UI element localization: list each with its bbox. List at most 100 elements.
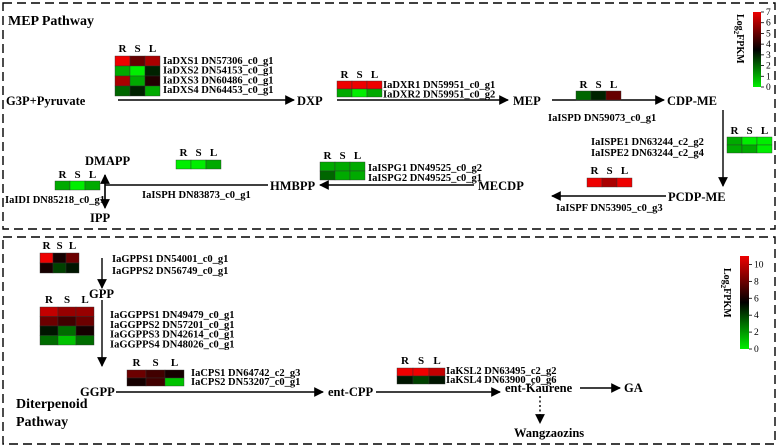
metabolite-mecdp: MECDP — [478, 179, 524, 193]
heatmap-cell — [334, 161, 351, 172]
heatmap-cell — [616, 177, 633, 188]
legend-tick-label: 3 — [766, 51, 771, 61]
gene-label: IaDXR1 DN59951_c0_g1 — [383, 80, 495, 91]
column-header-r: R — [59, 169, 68, 181]
column-header-l: L — [149, 43, 156, 55]
metabolite-gpp: GPP — [89, 287, 114, 301]
column-header-r: R — [180, 147, 189, 159]
heatmap-cell — [586, 177, 603, 188]
heatmap-cell — [412, 367, 430, 377]
gene-label: IaCPS2 DN53207_c0_g1 — [191, 377, 300, 388]
metabolite-ggpp: GGPP — [80, 385, 115, 399]
heatmap-cell — [65, 262, 80, 274]
legend-tick-label: 0 — [754, 345, 759, 355]
heatmap-cell — [726, 144, 743, 154]
column-header-l: L — [610, 79, 617, 91]
heatmap-cell — [412, 375, 430, 385]
gene-label: IaDXS2 DN54153_c0_g1 — [163, 66, 274, 77]
gene-label: IaISPD DN59073_c0_g1 — [548, 113, 656, 124]
gene-label: IaISPH DN83873_c0_g1 — [142, 190, 251, 201]
gene-label: IaKSL4 DN63900_c0_g6 — [446, 375, 557, 386]
gene-label: IaDXS3 DN60486_c0_g1 — [163, 75, 274, 86]
gene-label: IaGGPPS2 DN57201_c0_g1 — [110, 320, 235, 331]
column-header-r: R — [341, 69, 350, 81]
heatmap-cell — [756, 144, 773, 154]
heatmap-cell — [57, 316, 77, 327]
column-header-s: S — [195, 147, 201, 159]
metabolite-ent-cpp: ent-CPP — [328, 385, 373, 399]
heatmap-cell — [601, 177, 618, 188]
heatmap-cell — [84, 180, 101, 191]
heatmap-cell — [75, 335, 95, 346]
legend-tick-label: 2 — [766, 62, 771, 72]
heatmap-cell — [144, 55, 161, 67]
heatmap-cell — [336, 88, 353, 98]
heatmap-cell — [428, 375, 446, 385]
heatmap-cell — [575, 90, 592, 101]
legend-tick-label: 6 — [754, 294, 759, 304]
heatmap-cell — [319, 170, 336, 181]
heatmap-cell — [39, 335, 59, 346]
diterpenoid-section-box — [2, 236, 776, 445]
column-header-l: L — [81, 294, 88, 306]
mep-section-title: MEP Pathway — [8, 14, 94, 29]
heatmap-cell — [57, 306, 77, 317]
legend-title: Log2FPKM — [719, 268, 732, 318]
heatmap-cell — [605, 90, 622, 101]
gene-label: IaISPF DN53905_c0_g3 — [556, 203, 663, 214]
column-header-s: S — [152, 357, 158, 369]
column-header-r: R — [119, 43, 128, 55]
heatmap-cell — [175, 159, 192, 170]
column-header-l: L — [69, 240, 76, 252]
heatmap-cell — [366, 80, 383, 90]
heatmap-cell — [145, 369, 166, 379]
legend-color-bar — [753, 12, 761, 87]
gene-label: IaISPE2 DN63244_c2_g4 — [591, 148, 705, 159]
column-header-s: S — [74, 169, 80, 181]
legend-tick-label: 4 — [766, 40, 771, 50]
metabolite-ent-kaurene: ent-Kaurene — [505, 381, 573, 395]
column-header-s: S — [64, 294, 70, 306]
metabolite-cdp-me: CDP-ME — [667, 94, 717, 108]
heatmap-cell — [756, 136, 773, 146]
column-header-r: R — [591, 165, 600, 177]
metabolite-wangzaozins: Wangzaozins — [514, 426, 584, 440]
heatmap-cell — [52, 262, 67, 274]
heatmap-cell — [144, 75, 161, 87]
gene-label: IaCPS1 DN64742_c2_g3 — [191, 368, 300, 379]
heatmap-cell — [590, 90, 607, 101]
mep-section-box — [2, 2, 776, 230]
metabolite-hmbpp: HMBPP — [270, 179, 315, 193]
heatmap-cell — [351, 80, 368, 90]
column-header-s: S — [606, 165, 612, 177]
heatmap-cell — [366, 88, 383, 98]
column-header-l: L — [433, 355, 440, 367]
heatmap-cell — [65, 252, 80, 264]
heatmap-cell — [39, 325, 59, 336]
heatmap-cell — [129, 65, 146, 77]
heatmap-cell — [144, 85, 161, 97]
gene-label: IaDXS1 DN57306_c0_g1 — [163, 56, 274, 67]
heatmap-cell — [114, 55, 131, 67]
gene-label: IaDXS4 DN64453_c0_g1 — [163, 85, 274, 96]
column-header-l: L — [371, 69, 378, 81]
column-header-r: R — [45, 294, 54, 306]
diterpenoid-section-title-2: Pathway — [16, 415, 68, 430]
heatmap-cell — [57, 325, 77, 336]
heatmap-cell — [145, 377, 166, 387]
legend-tick-label: 4 — [754, 311, 759, 321]
gene-label: IaISPE1 DN63244_c2_g2 — [591, 137, 704, 148]
heatmap-cell — [726, 136, 743, 146]
column-header-r: R — [731, 125, 740, 137]
column-header-l: L — [210, 147, 217, 159]
metabolite-dmapp: DMAPP — [85, 154, 130, 168]
